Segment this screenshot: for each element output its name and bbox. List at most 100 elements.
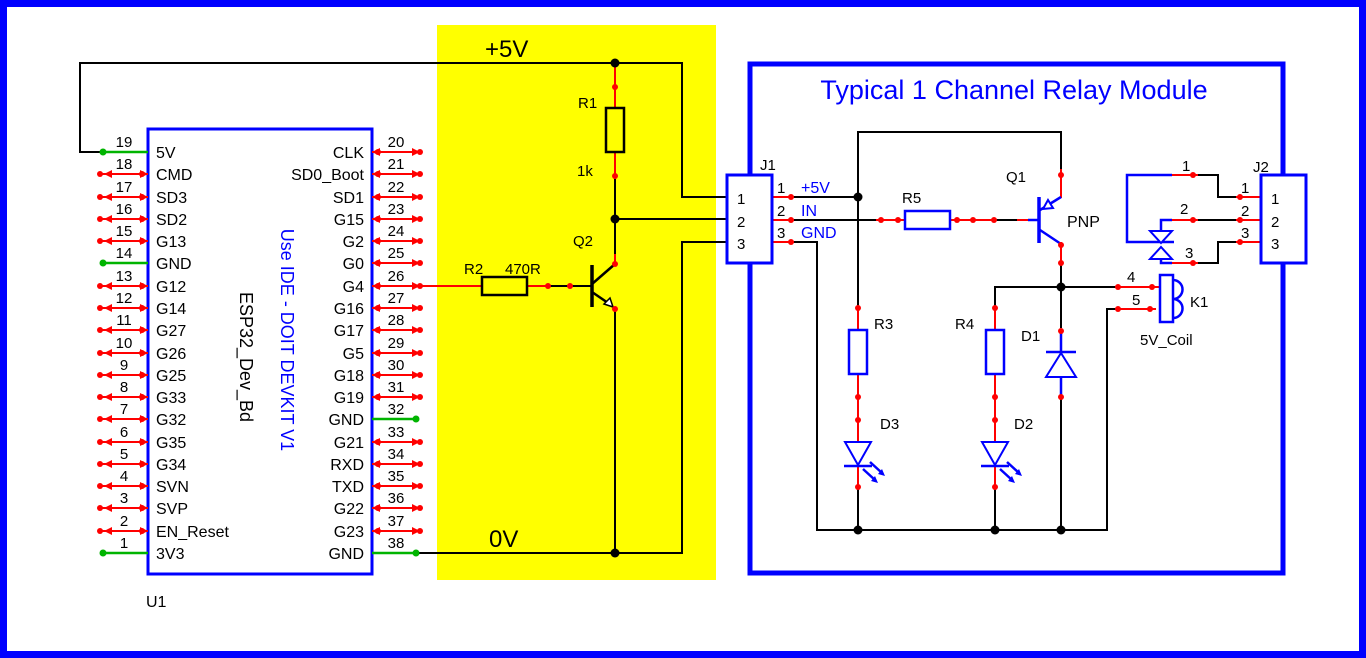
esp32-pin-name: G5: [343, 346, 364, 363]
esp32-pin-number: 6: [120, 424, 128, 441]
j1-pin-number-1: 1: [777, 180, 785, 197]
esp32-pin-name: RXD: [330, 457, 364, 474]
led-arrow-icon: [871, 476, 878, 483]
label-r2-value: 470R: [505, 261, 541, 278]
esp32-pin-number: 16: [116, 201, 133, 218]
esp32-pin-name: TXD: [332, 479, 364, 496]
esp32-pin-number: 24: [388, 223, 405, 240]
relay-module-title: Typical 1 Channel Relay Module: [820, 75, 1207, 105]
esp32-body: [146, 127, 374, 576]
k1-pin-number-5: 5: [1132, 292, 1140, 309]
esp32-pin-number: 18: [116, 156, 133, 173]
relay-contacts-k1: [1125, 173, 1175, 265]
esp32-pin-number: 30: [388, 357, 405, 374]
label-r2-ref: R2: [464, 261, 483, 278]
esp32-pin-name: G25: [156, 368, 186, 385]
label-q1-type: PNP: [1067, 214, 1100, 231]
label-q1-ref: Q1: [1006, 169, 1026, 186]
esp32-pin-name: SVN: [156, 479, 189, 496]
led-d3: [843, 441, 885, 483]
contact-pin-number-1: 1: [1182, 158, 1190, 175]
esp32-pin-name: G4: [343, 279, 364, 296]
esp32-pin-name: G22: [334, 501, 364, 518]
esp32-pin-name: G27: [156, 323, 186, 340]
esp32-pin-number: 1: [120, 535, 128, 552]
esp32-pin-number: 8: [120, 379, 128, 396]
esp32-pin-number: 34: [388, 446, 405, 463]
relay-module-border: [747, 61, 1286, 576]
esp32-pin-name: G35: [156, 435, 186, 452]
esp32-pin-number: 7: [120, 401, 128, 418]
esp32-pin-number: 37: [388, 513, 405, 530]
esp32-pin-number: 13: [116, 268, 133, 285]
esp32-pin-number: 17: [116, 179, 133, 196]
esp32-pin-name: G12: [156, 279, 186, 296]
esp32-pin-name: SD2: [156, 212, 187, 229]
esp32-pin-name: CLK: [333, 145, 364, 162]
esp32-pin-number: 19: [116, 134, 133, 151]
led-d2: [980, 441, 1022, 483]
j2-pin-number-2: 2: [1241, 203, 1249, 220]
label-d1-ref: D1: [1021, 328, 1040, 345]
esp32-pin-name: G19: [334, 390, 364, 407]
label-d3-ref: D3: [880, 416, 899, 433]
j2-inner-pin-1: 1: [1271, 191, 1279, 208]
esp32-pin-name: 5V: [156, 145, 176, 162]
resistor-r2: [480, 275, 529, 297]
junction-dots: [545, 58, 1243, 558]
j1-net-in: IN: [801, 203, 817, 220]
led-arrow-icon: [878, 469, 885, 476]
wires-black: [79, 62, 1238, 554]
resistor-r5: [903, 209, 952, 231]
j1-inner-pin-1: 1: [737, 191, 745, 208]
esp32-pin-number: 27: [388, 290, 405, 307]
esp32-pin-name: G34: [156, 457, 186, 474]
esp32-pin-number: 15: [116, 223, 133, 240]
diode-d1: [1044, 331, 1078, 397]
esp32-pin-name: SVP: [156, 501, 188, 518]
esp32-pin-name: SD1: [333, 190, 364, 207]
j2-inner-pin-3: 3: [1271, 236, 1279, 253]
esp32-pin-number: 38: [388, 535, 405, 552]
led-arrow-icon: [1015, 469, 1022, 476]
esp32-pin-number: 36: [388, 490, 405, 507]
esp32-pin-number: 23: [388, 201, 405, 218]
esp32-pin-number: 28: [388, 312, 405, 329]
esp32-pin-name: G16: [334, 301, 364, 318]
esp32-part-name: ESP32_Dev_Bd: [235, 292, 256, 422]
esp32-pin-name: GND: [328, 546, 364, 563]
esp32-pin-name: G23: [334, 524, 364, 541]
label-j2-ref: J2: [1253, 159, 1269, 176]
esp32-pin-name: G14: [156, 301, 186, 318]
esp32-pin-name: SD0_Boot: [291, 167, 364, 184]
connector-j1-body: [725, 173, 774, 265]
j2-inner-pin-2: 2: [1271, 214, 1279, 231]
j1-inner-pin-2: 2: [737, 214, 745, 231]
highlight-region: [437, 25, 716, 580]
j2-pin-number-1: 1: [1241, 180, 1249, 197]
esp32-pin-2: 2EN_Reset: [97, 513, 229, 541]
esp32-pin-number: 20: [388, 134, 405, 151]
contact-pin-number-3: 3: [1185, 245, 1193, 262]
esp32-pin-number: 22: [388, 179, 405, 196]
esp32-pin-number: 4: [120, 468, 128, 485]
